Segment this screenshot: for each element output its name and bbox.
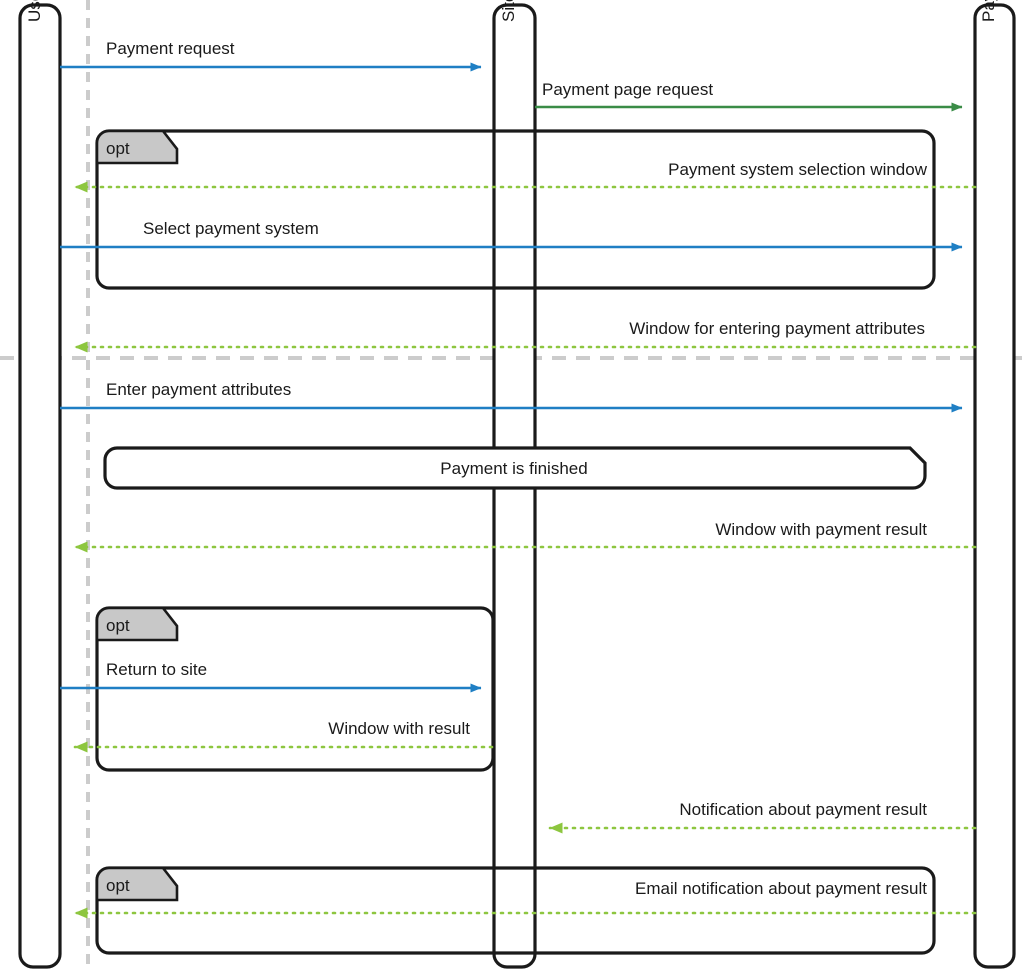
message-window-for-entering-payment-attributes[interactable]: Window for entering payment attributes [73, 319, 977, 353]
opt-fragment-operator-label: opt [106, 616, 130, 635]
opt-fragment-operator-label: opt [106, 139, 130, 158]
opt-fragment-email-notification[interactable]: opt [95, 866, 936, 955]
message-payment-system-selection-window[interactable]: Payment system selection window [73, 160, 977, 193]
message-label: Notification about payment result [679, 800, 927, 819]
message-payment-request[interactable]: Payment request [60, 39, 482, 72]
note-shape [103, 446, 927, 490]
message-return-to-site[interactable]: Return to site [60, 660, 482, 693]
lifeline-site-label: Site [499, 0, 518, 22]
fragment-layer: opt opt opt [95, 129, 936, 955]
message-enter-payment-attributes[interactable]: Enter payment attributes [60, 380, 963, 413]
opt-fragment-label-box [95, 866, 179, 902]
lifeline-user-bar [18, 3, 62, 969]
note-label: Payment is finished [440, 459, 587, 478]
opt-fragment-body [95, 866, 936, 955]
opt-fragment-operator-label: opt [106, 876, 130, 895]
message-select-payment-system[interactable]: Select payment system [60, 219, 963, 252]
message-notification-about-payment-result[interactable]: Notification about payment result [548, 800, 977, 834]
lifeline-user[interactable]: User [18, 0, 62, 969]
opt-fragment-payment-system-selection[interactable]: opt [95, 129, 936, 290]
message-label: Window for entering payment attributes [629, 319, 925, 338]
message-label: Payment system selection window [668, 160, 928, 179]
lifeline-user-label: User [25, 0, 44, 22]
note-payment-is-finished[interactable]: Payment is finished [103, 446, 927, 490]
message-layer: Payment request Payment page request Pay… [60, 39, 977, 919]
lifeline-payment-page-label: Payment Page [979, 0, 998, 22]
lifeline-payment-page[interactable]: Payment Page [973, 0, 1016, 969]
message-label: Payment page request [542, 80, 713, 99]
message-label: Return to site [106, 660, 207, 679]
message-payment-page-request[interactable]: Payment page request [535, 80, 963, 112]
opt-fragment-label-box [95, 129, 179, 165]
message-label: Select payment system [143, 219, 319, 238]
opt-fragment-label-box [95, 606, 179, 642]
message-label: Email notification about payment result [635, 879, 927, 898]
opt-fragment-body [95, 129, 936, 290]
lifeline-payment-page-bar [973, 3, 1016, 969]
message-label: Enter payment attributes [106, 380, 291, 399]
message-window-with-payment-result[interactable]: Window with payment result [73, 520, 977, 553]
message-email-notification-about-payment-result[interactable]: Email notification about payment result [73, 879, 977, 919]
message-label: Window with result [328, 719, 470, 738]
message-window-with-result[interactable]: Window with result [73, 719, 494, 753]
message-label: Window with payment result [715, 520, 927, 539]
message-label: Payment request [106, 39, 235, 58]
